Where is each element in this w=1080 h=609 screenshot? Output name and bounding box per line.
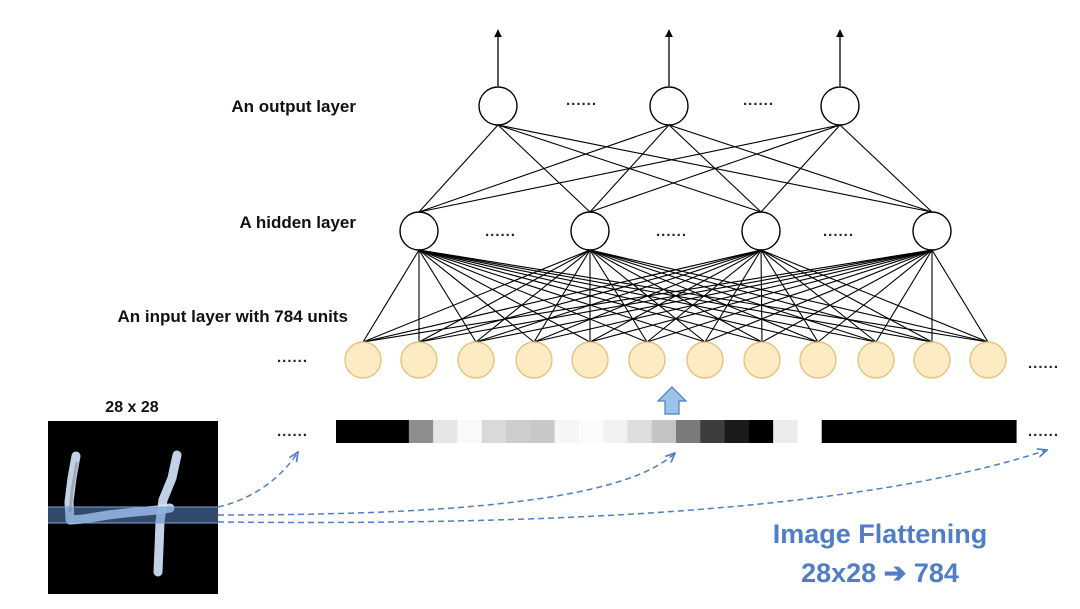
input-hidden-edge	[875, 249, 933, 343]
input-hidden-edge	[418, 249, 877, 343]
strip-pixel	[676, 420, 701, 443]
input-hidden-edge	[760, 249, 933, 343]
input-unit	[628, 341, 666, 379]
input-unit	[457, 341, 495, 379]
hidden-output-edge	[497, 124, 762, 213]
strip-pixel	[846, 420, 871, 443]
input-unit	[400, 341, 438, 379]
input-unit	[969, 341, 1007, 379]
input-hidden-edge	[418, 249, 819, 343]
input-unit	[743, 341, 781, 379]
input-hidden-edge	[418, 249, 706, 343]
input-ellipsis-right: ......	[1028, 355, 1059, 372]
hidden-unit	[912, 211, 952, 251]
strip-pixel	[530, 420, 556, 443]
flatten-dashed-arrow	[217, 453, 675, 516]
strip-ellipsis-right: ......	[1028, 423, 1059, 440]
strip-pixel	[918, 420, 944, 443]
strip-pixel	[578, 420, 604, 443]
input-hidden-edge	[418, 249, 535, 343]
input-hidden-edge	[362, 249, 420, 343]
digit-image	[48, 421, 218, 594]
input-unit	[515, 341, 553, 379]
image-size-label: 28 x 28	[105, 399, 158, 416]
output-unit	[478, 86, 518, 126]
strip-pixel	[651, 420, 677, 443]
flatten-dashed-arrow	[217, 450, 1047, 524]
hidden-ellipsis: ......	[823, 223, 854, 240]
input-hidden-edge	[760, 249, 877, 343]
input-hidden-edge	[418, 249, 933, 343]
input-unit	[686, 341, 724, 379]
strip-pixel	[894, 420, 920, 443]
input-hidden-edge	[589, 249, 989, 343]
strip-pixel	[433, 420, 459, 443]
input-unit	[571, 341, 609, 379]
flatten-title: Image Flattening	[773, 519, 988, 549]
input-ellipsis-left: ......	[277, 349, 308, 366]
hidden-output-edge	[839, 124, 933, 213]
strip-pixel	[967, 420, 993, 443]
hidden-unit	[741, 211, 781, 251]
network-nodes	[344, 86, 1007, 379]
hidden-output-edge	[497, 124, 591, 213]
strip-pixel	[700, 420, 726, 443]
input-hidden-edge	[418, 249, 989, 343]
hidden-ellipsis: ......	[485, 223, 516, 240]
input-hidden-edge	[418, 249, 591, 343]
hidden-ellipsis: ......	[656, 223, 687, 240]
strip-pixel	[506, 420, 531, 443]
input-hidden-edge	[418, 249, 477, 343]
input-hidden-edge	[589, 249, 933, 343]
strip-pixel	[797, 420, 823, 443]
input-unit	[344, 341, 382, 379]
input-hidden-edge	[418, 249, 763, 343]
strip-pixel	[870, 420, 896, 443]
flattened-pixel-strip	[336, 420, 1017, 443]
strip-pixel	[481, 420, 507, 443]
hidden-output-edge	[497, 124, 933, 213]
hidden-output-edge	[418, 124, 499, 213]
strip-pixel	[724, 420, 750, 443]
strip-pixel	[457, 420, 483, 443]
strip-pixel	[773, 420, 799, 443]
hidden-unit	[399, 211, 439, 251]
strip-pixel	[748, 420, 774, 443]
strip-pixel	[554, 420, 580, 443]
output-arrows	[494, 29, 844, 86]
input-unit	[913, 341, 951, 379]
input-hidden-edge	[931, 249, 989, 343]
strip-pixel	[627, 420, 653, 443]
strip-pixel	[336, 420, 361, 443]
input-hidden-edge	[418, 249, 648, 343]
output-ellipsis: ......	[743, 92, 774, 109]
strip-pixel	[603, 420, 629, 443]
input-hidden-edge	[589, 249, 877, 343]
strip-ellipsis-left: ......	[277, 423, 308, 440]
flatten-dashed-arrow	[217, 452, 298, 508]
hidden-layer-label: A hidden layer	[239, 213, 356, 232]
flatten-up-arrow-icon	[656, 386, 688, 415]
strip-pixel	[821, 420, 847, 443]
connection-edges	[362, 124, 989, 343]
flatten-formula: 28x28 ➔ 784	[801, 558, 959, 588]
highlighted-pixel-row	[48, 507, 218, 523]
input-hidden-edge	[760, 249, 989, 343]
hidden-unit	[570, 211, 610, 251]
strip-pixel	[943, 420, 969, 443]
output-unit	[820, 86, 860, 126]
hidden-output-edge	[668, 124, 933, 213]
output-unit	[649, 86, 689, 126]
output-layer-label: An output layer	[231, 97, 356, 116]
digit-stroke-edge	[68, 461, 79, 513]
strip-pixel	[991, 420, 1017, 443]
input-layer-label: An input layer with 784 units	[118, 307, 348, 326]
output-ellipsis: ......	[566, 92, 597, 109]
strip-pixel	[384, 420, 410, 443]
input-unit	[799, 341, 837, 379]
strip-pixel	[408, 420, 434, 443]
input-unit	[857, 341, 895, 379]
strip-pixel	[360, 420, 386, 443]
